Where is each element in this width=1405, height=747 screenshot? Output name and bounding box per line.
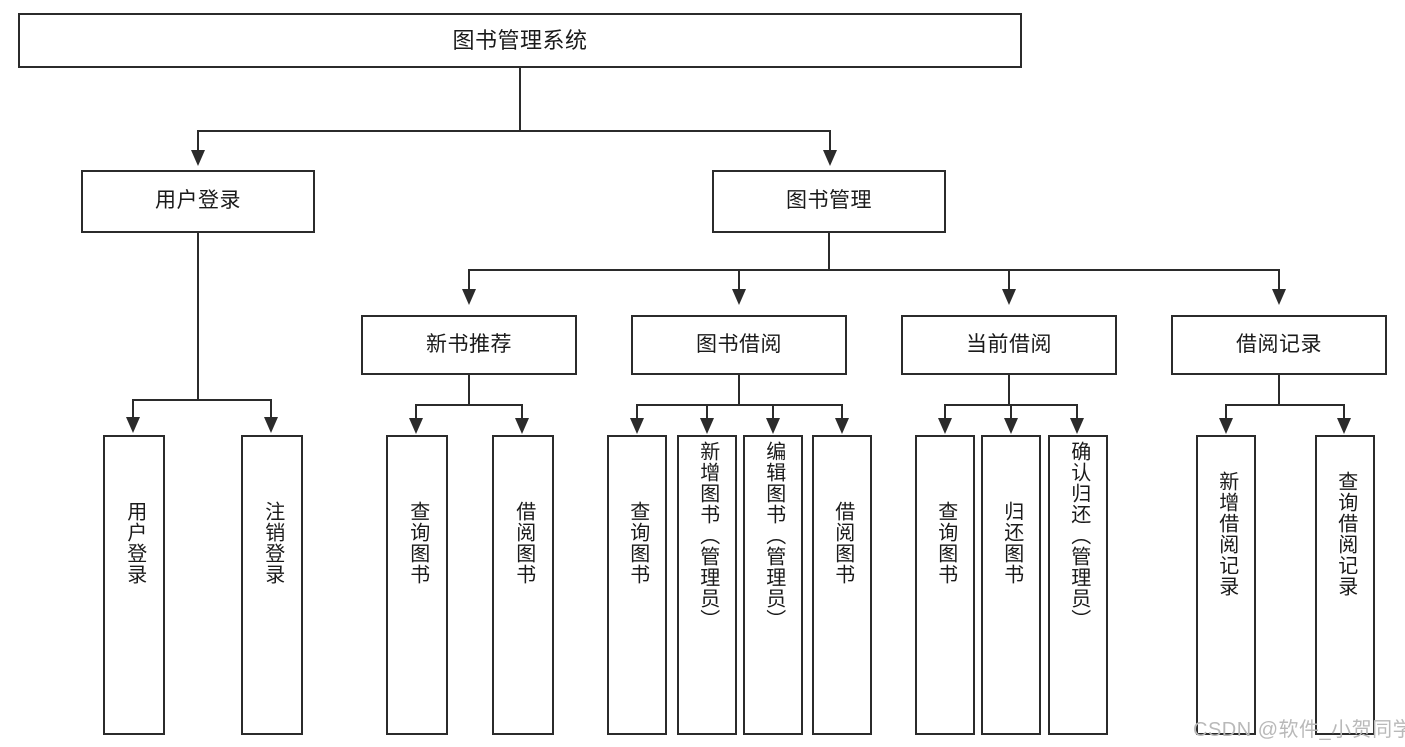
node-user-login[interactable]: 用户登录	[81, 170, 315, 233]
connector-borrow-drop-1	[706, 404, 708, 420]
arrowhead-borrow-2	[766, 418, 780, 434]
arrowhead-borrow-0	[630, 418, 644, 434]
node-label: 用户登录	[155, 189, 241, 213]
connector-user-login-drop-1	[270, 399, 272, 419]
connector-root-stem	[519, 68, 521, 130]
connector-borrow-drop-2	[772, 404, 774, 420]
connector-level1-drop-1	[829, 130, 831, 152]
node-borrow-record[interactable]: 借阅记录	[1171, 315, 1387, 375]
node-label: 当前借阅	[966, 332, 1052, 356]
connector-record-drop-1	[1343, 404, 1345, 420]
arrowhead-current-2	[1070, 418, 1084, 434]
node-label: 新增借阅记录	[1215, 471, 1238, 597]
connector-recommend-stem	[468, 375, 470, 405]
arrowhead-user-login-1	[264, 417, 278, 433]
leaf-borrow-borrow-book[interactable]: 借阅图书	[812, 435, 872, 735]
node-label: 图书借阅	[696, 332, 782, 356]
node-label: 图书管理系统	[452, 27, 588, 53]
node-label: 图书管理	[786, 189, 872, 213]
arrowhead-record-0	[1219, 418, 1233, 434]
arrowhead-current-0	[938, 418, 952, 434]
node-label: 查询图书	[626, 501, 649, 585]
arrowhead-level2-1	[732, 289, 746, 305]
leaf-record-add-record[interactable]: 新增借阅记录	[1196, 435, 1256, 735]
connector-record-stem	[1278, 375, 1280, 405]
connector-borrow-drop-0	[636, 404, 638, 420]
connector-borrow-stem	[738, 375, 740, 405]
connector-current-drop-0	[944, 404, 946, 420]
connector-borrow-drop-3	[841, 404, 843, 420]
node-label: 编辑图书（管理员）	[762, 441, 785, 630]
connector-level2-drop-3	[1278, 269, 1280, 291]
leaf-borrow-add-book[interactable]: 新增图书（管理员）	[677, 435, 737, 735]
leaf-current-return-book[interactable]: 归还图书	[981, 435, 1041, 735]
node-label: 用户登录	[123, 501, 146, 585]
node-label: 确认归还（管理员）	[1067, 441, 1090, 630]
arrowhead-level1-1	[823, 150, 837, 166]
arrowhead-level2-2	[1002, 289, 1016, 305]
node-label: 查询图书	[406, 501, 429, 585]
arrowhead-level2-0	[462, 289, 476, 305]
leaf-user-login-logout[interactable]: 注销登录	[241, 435, 303, 735]
arrowhead-borrow-3	[835, 418, 849, 434]
node-label: 新增图书（管理员）	[696, 441, 719, 630]
connector-user-login-bus	[132, 399, 272, 401]
connector-current-drop-2	[1076, 404, 1078, 420]
arrowhead-level1-0	[191, 150, 205, 166]
node-label: 查询图书	[934, 501, 957, 585]
node-label: 借阅图书	[831, 501, 854, 585]
node-new-book-recommend[interactable]: 新书推荐	[361, 315, 577, 375]
leaf-current-confirm-return[interactable]: 确认归还（管理员）	[1048, 435, 1108, 735]
node-book-borrow[interactable]: 图书借阅	[631, 315, 847, 375]
node-label: 借阅记录	[1236, 332, 1322, 356]
node-label: 注销登录	[261, 501, 284, 585]
connector-user-login-drop-0	[132, 399, 134, 419]
connector-record-drop-0	[1225, 404, 1227, 420]
connector-level2-drop-1	[738, 269, 740, 291]
connector-borrow-bus	[636, 404, 843, 406]
connector-level2-drop-2	[1008, 269, 1010, 291]
arrowhead-recommend-0	[409, 418, 423, 434]
leaf-recommend-borrow-book[interactable]: 借阅图书	[492, 435, 554, 735]
connector-recommend-drop-1	[521, 404, 523, 420]
leaf-current-query-book[interactable]: 查询图书	[915, 435, 975, 735]
arrowhead-recommend-1	[515, 418, 529, 434]
leaf-borrow-edit-book[interactable]: 编辑图书（管理员）	[743, 435, 803, 735]
leaf-borrow-query-book[interactable]: 查询图书	[607, 435, 667, 735]
connector-level2-drop-0	[468, 269, 470, 291]
connector-level1-drop-0	[197, 130, 199, 152]
connector-current-drop-1	[1010, 404, 1012, 420]
node-book-management[interactable]: 图书管理	[712, 170, 946, 233]
connector-user-login-stem	[197, 233, 199, 399]
leaf-recommend-query-book[interactable]: 查询图书	[386, 435, 448, 735]
connector-level2-bus	[468, 269, 1280, 271]
arrowhead-record-1	[1337, 418, 1351, 434]
node-label: 借阅图书	[512, 501, 535, 585]
arrowhead-level2-3	[1272, 289, 1286, 305]
node-label: 归还图书	[1000, 501, 1023, 585]
node-label: 新书推荐	[426, 332, 512, 356]
connector-current-stem	[1008, 375, 1010, 405]
leaf-record-query-record[interactable]: 查询借阅记录	[1315, 435, 1375, 735]
arrowhead-current-1	[1004, 418, 1018, 434]
leaf-user-login-login[interactable]: 用户登录	[103, 435, 165, 735]
node-current-borrow[interactable]: 当前借阅	[901, 315, 1117, 375]
connector-recommend-bus	[415, 404, 523, 406]
connector-level1-bus	[197, 130, 831, 132]
connector-recommend-drop-0	[415, 404, 417, 420]
connector-record-bus	[1225, 404, 1345, 406]
arrowhead-user-login-0	[126, 417, 140, 433]
node-root-system[interactable]: 图书管理系统	[18, 13, 1022, 68]
node-label: 查询借阅记录	[1334, 471, 1357, 597]
connector-book-mgmt-stem	[828, 233, 830, 270]
arrowhead-borrow-1	[700, 418, 714, 434]
